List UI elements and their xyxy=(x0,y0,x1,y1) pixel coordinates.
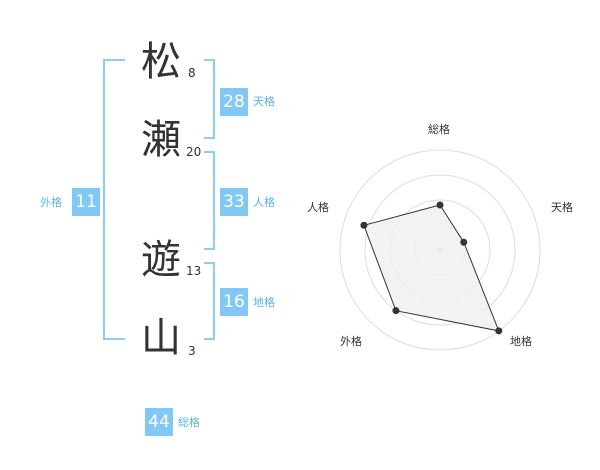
radar-point-4 xyxy=(392,307,400,315)
chikaku-label: 地格 xyxy=(253,296,275,309)
chikaku-value: 16 xyxy=(220,288,248,316)
radar-polygon xyxy=(363,204,500,332)
stroke-count-1: 8 xyxy=(188,66,196,80)
name-char-4: 山 xyxy=(141,315,181,361)
stroke-count-4: 3 xyxy=(188,344,196,358)
radar-axis-label-jinkaku: 人格 xyxy=(307,201,329,214)
radar-point-5 xyxy=(360,221,368,229)
radar-point-2 xyxy=(460,238,468,246)
jinkaku-bracket xyxy=(204,151,215,250)
name-char-1: 松 xyxy=(141,39,181,85)
name-char-2: 瀬 xyxy=(141,117,181,163)
radar-axis-label-chikaku: 地格 xyxy=(510,335,532,348)
radar-center-dot xyxy=(437,247,443,253)
stroke-count-2: 20 xyxy=(186,145,202,159)
radar-grid-ring xyxy=(339,149,541,351)
tenkaku-label: 天格 xyxy=(253,95,275,108)
radar-point-3 xyxy=(495,327,503,335)
radar-axis-label-tenkaku: 天格 xyxy=(551,201,573,214)
tenkaku-value: 28 xyxy=(220,88,248,116)
tenkaku-bracket xyxy=(204,59,215,139)
gaikaku-value: 11 xyxy=(72,188,100,216)
radar-axis-label-soukaku: 総格 xyxy=(428,123,450,136)
radar-axis-label-gaikaku: 外格 xyxy=(340,335,362,348)
stroke-count-3: 13 xyxy=(186,264,202,278)
radar-grid-ring xyxy=(364,174,516,326)
jinkaku-value: 33 xyxy=(220,188,248,216)
soukaku-value: 44 xyxy=(145,408,173,436)
radar-grid-ring xyxy=(414,224,466,276)
chikaku-bracket xyxy=(204,262,215,340)
gaikaku-bracket xyxy=(103,59,125,340)
gaikaku-label: 外格 xyxy=(40,196,62,209)
jinkaku-label: 人格 xyxy=(253,196,275,209)
name-char-3: 遊 xyxy=(141,237,181,283)
soukaku-label: 総格 xyxy=(178,416,200,429)
radar-grid-ring xyxy=(389,199,491,301)
radar-point-1 xyxy=(436,201,444,209)
